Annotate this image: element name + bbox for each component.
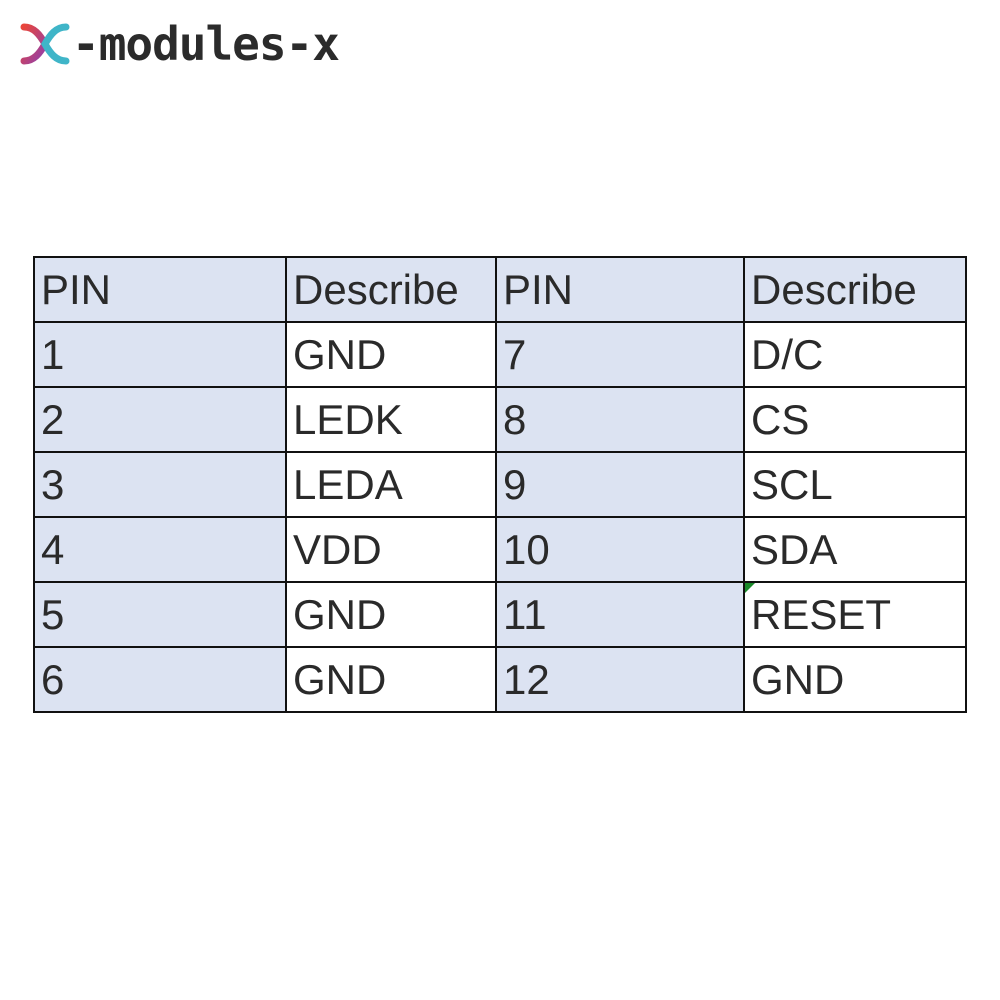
header-pin: PIN [495,256,745,323]
pin-definition-table: PIN Describe PIN Describe 1 GND 7 D/C 2 … [33,256,967,713]
pin-number: 4 [33,516,287,583]
table-row: 6 GND 12 GND [33,646,967,713]
header-describe: Describe [743,256,967,323]
pin-description-reset: RESET [743,581,967,648]
pin-description: GND [285,646,497,713]
pin-description: SDA [743,516,967,583]
brand-name: -modules-x [72,17,340,71]
pin-description: GND [743,646,967,713]
table-row: 3 LEDA 9 SCL [33,451,967,518]
pin-number: 7 [495,321,745,388]
header-describe: Describe [285,256,497,323]
x-logo-icon [20,23,70,65]
pin-number: 9 [495,451,745,518]
cell-corner-marker [746,584,755,593]
pin-number: 10 [495,516,745,583]
pin-description: VDD [285,516,497,583]
pin-description: CS [743,386,967,453]
brand-logo: -modules-x [20,17,340,71]
pin-description: SCL [743,451,967,518]
pin-number: 2 [33,386,287,453]
table-row: 1 GND 7 D/C [33,321,967,388]
pin-number: 6 [33,646,287,713]
pin-description: GND [285,581,497,648]
header-pin: PIN [33,256,287,323]
pin-number: 11 [495,581,745,648]
pin-description: GND [285,321,497,388]
pin-description: LEDK [285,386,497,453]
table-row: 5 GND 11 RESET [33,581,967,648]
pin-number: 3 [33,451,287,518]
table-row: 2 LEDK 8 CS [33,386,967,453]
table-header-row: PIN Describe PIN Describe [33,256,967,323]
pin-number: 8 [495,386,745,453]
pin-number: 1 [33,321,287,388]
pin-description: D/C [743,321,967,388]
pin-description: LEDA [285,451,497,518]
pin-number: 12 [495,646,745,713]
table-row: 4 VDD 10 SDA [33,516,967,583]
pin-number: 5 [33,581,287,648]
pin-description-text: RESET [751,590,892,638]
